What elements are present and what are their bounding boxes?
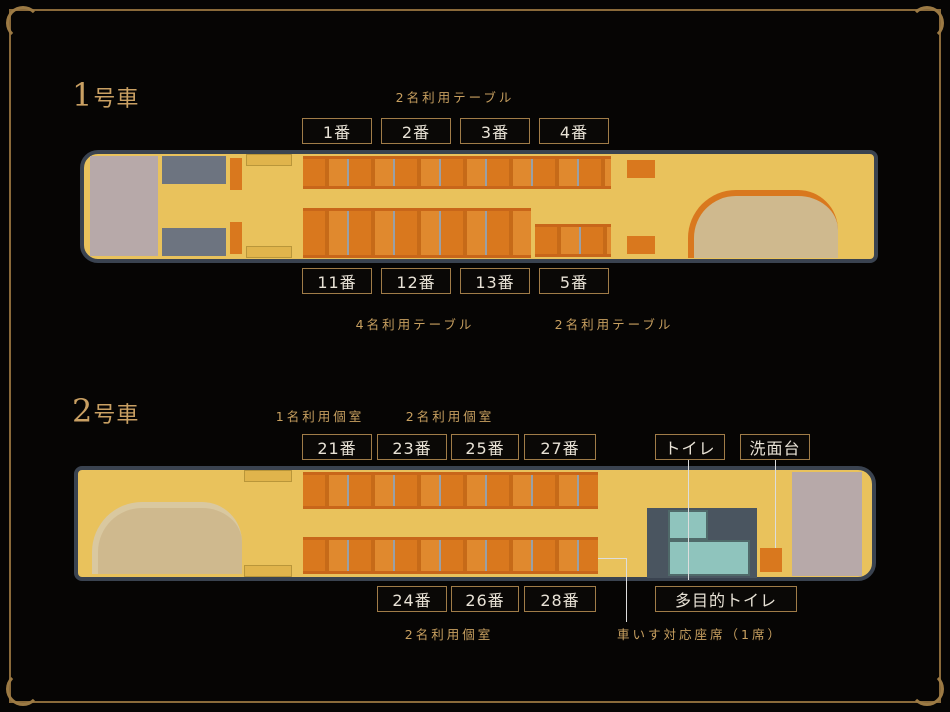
car2-caption-2-person: 2名利用個室 [405, 409, 495, 424]
car2-number: 2 [72, 392, 94, 430]
seat-label-11[interactable]: 11番 [302, 268, 372, 294]
car1-door [246, 154, 292, 166]
car1-seats-4-person-tables [303, 208, 531, 258]
seat-label-13[interactable]: 13番 [460, 268, 530, 294]
seat-label-5[interactable]: 5番 [539, 268, 609, 294]
car1-room [162, 228, 226, 256]
seat-label-4[interactable]: 4番 [539, 118, 609, 144]
leader-line [775, 460, 776, 548]
car2-door [244, 565, 292, 577]
corner-ornament-icon [6, 6, 40, 40]
leader-line [598, 558, 626, 559]
car1-number: 1 [72, 76, 94, 114]
car2-caption-1-person: 1名利用個室 [275, 409, 365, 424]
car2-title: 2号車 [72, 392, 139, 430]
seat-label-24[interactable]: 24番 [377, 586, 447, 612]
car2-private-rooms-bottom [303, 537, 598, 574]
decorative-frame [9, 9, 941, 703]
seat-label-21[interactable]: 21番 [302, 434, 372, 460]
car1-caption-top: 2名利用テーブル [395, 90, 515, 105]
facility-label-toilet[interactable]: トイレ [655, 434, 725, 460]
car1-caption-2-person: 2名利用テーブル [554, 317, 674, 332]
car1-suffix: 号車 [93, 87, 140, 112]
car1-door [246, 246, 292, 258]
car2-counter-kitchen [92, 502, 242, 574]
car2-caption-wheelchair: 車いす対応座席（1席） [617, 627, 783, 642]
seat-label-3[interactable]: 3番 [460, 118, 530, 144]
facility-label-washbasin[interactable]: 洗面台 [740, 434, 810, 460]
seat-label-27[interactable]: 27番 [524, 434, 596, 460]
seat-label-2[interactable]: 2番 [381, 118, 451, 144]
car2-driver-cab [792, 472, 862, 576]
car1-counter-kitchen [688, 190, 838, 258]
corner-ornament-icon [910, 672, 944, 706]
car2-suffix: 号車 [93, 403, 140, 428]
seat-label-23[interactable]: 23番 [377, 434, 447, 460]
car2-private-rooms-top [303, 472, 598, 509]
car2-caption-2-person-bottom: 2名利用個室 [404, 627, 494, 642]
seat-label-1[interactable]: 1番 [302, 118, 372, 144]
car1-seats-2-person-tables [303, 156, 611, 189]
leader-line [688, 460, 689, 580]
seat-label-12[interactable]: 12番 [381, 268, 451, 294]
leader-line [626, 558, 627, 622]
seat-label-25[interactable]: 25番 [451, 434, 519, 460]
corner-ornament-icon [910, 6, 944, 40]
car1-title: 1号車 [72, 76, 139, 114]
multipurpose-toilet-icon [668, 540, 750, 576]
car1-driver-cab [90, 156, 158, 256]
seat-label-28[interactable]: 28番 [524, 586, 596, 612]
car1-caption-4-person: 4名利用テーブル [355, 317, 475, 332]
seat-label-26[interactable]: 26番 [451, 586, 519, 612]
facility-label-multipurpose-toilet[interactable]: 多目的トイレ [655, 586, 797, 612]
corner-ornament-icon [6, 672, 40, 706]
washbasin-icon [760, 548, 782, 572]
car1-seats-5 [535, 224, 611, 257]
car2-door [244, 470, 292, 482]
car1-room [162, 156, 226, 184]
